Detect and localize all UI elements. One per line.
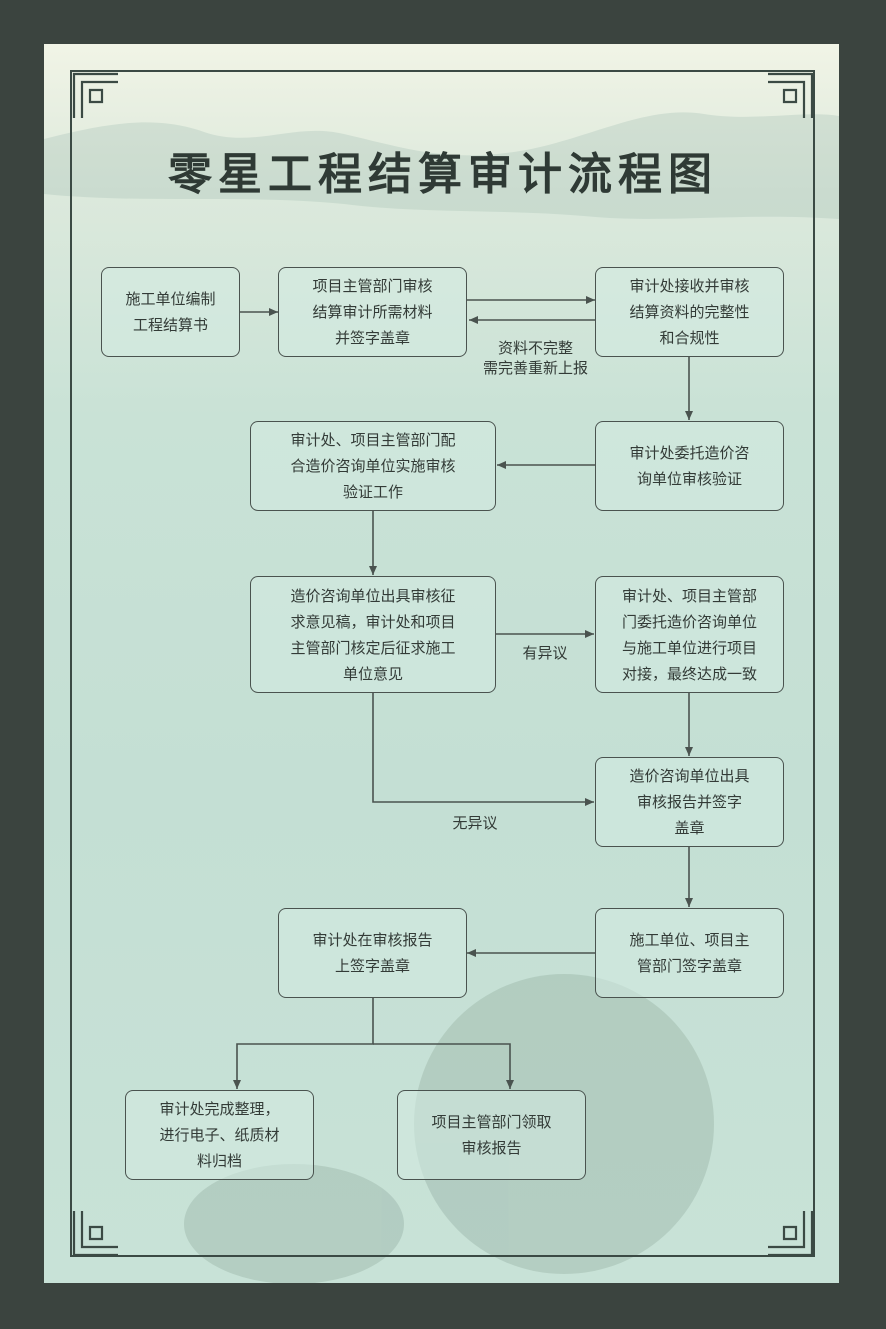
label-incomplete: 资料不完整 需完善重新上报	[482, 339, 588, 377]
corner-ornament-icon	[768, 1211, 814, 1257]
node-archive: 审计处完成整理， 进行电子、纸质材 料归档	[125, 1090, 314, 1180]
label-objection: 有异议	[522, 644, 568, 662]
corner-ornament-icon	[768, 72, 814, 118]
node-collect-report: 项目主管部门领取 审核报告	[397, 1090, 586, 1180]
node-sign-seal: 施工单位、项目主 管部门签字盖章	[595, 908, 784, 998]
node-issue-report: 造价咨询单位出具 审核报告并签字 盖章	[595, 757, 784, 847]
node-dept-review: 项目主管部门审核 结算审计所需材料 并签字盖章	[278, 267, 467, 357]
label-no-objection: 无异议	[452, 814, 498, 832]
node-prepare-settlement: 施工单位编制 工程结算书	[101, 267, 240, 357]
mountain-backdrop	[44, 112, 839, 219]
decorative-border	[70, 70, 815, 1257]
node-draft-opinion: 造价咨询单位出具审核征 求意见稿，审计处和项目 主管部门核定后征求施工 单位意见	[250, 576, 496, 693]
corner-ornament-icon	[72, 72, 118, 118]
node-audit-receive: 审计处接收并审核 结算资料的完整性 和合规性	[595, 267, 784, 357]
arrow-n6-n8	[372, 692, 594, 806]
arrow-n10-n12	[373, 1043, 514, 1089]
arrow-n10-n11	[233, 998, 374, 1089]
node-negotiate: 审计处、项目主管部 门委托造价咨询单位 与施工单位进行项目 对接，最终达成一致	[595, 576, 784, 693]
node-commission-consultant: 审计处委托造价咨 询单位审核验证	[595, 421, 784, 511]
node-cooperate-review: 审计处、项目主管部门配 合造价咨询单位实施审核 验证工作	[250, 421, 496, 511]
corner-ornament-icon	[72, 1211, 118, 1257]
node-audit-sign: 审计处在审核报告 上签字盖章	[278, 908, 467, 998]
page-title: 零星工程结算审计流程图	[168, 149, 718, 200]
